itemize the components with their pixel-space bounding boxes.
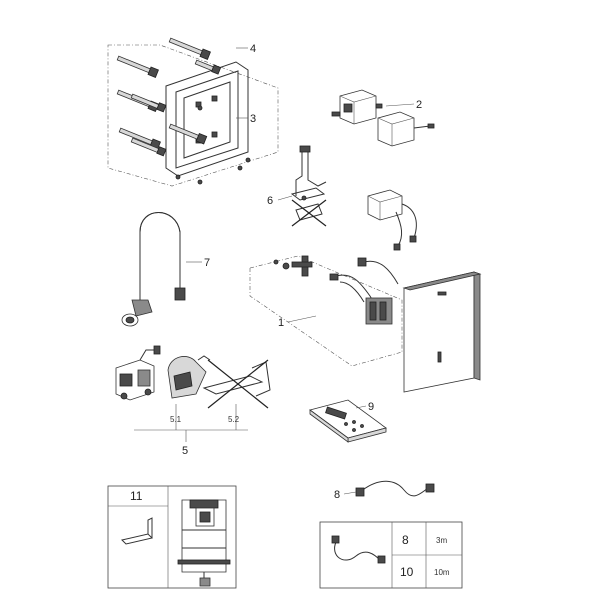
label-part-5-1: 5.1 [170,415,182,424]
flush-plate [402,271,482,393]
remote-control: 9 [309,399,387,443]
electronic-unit [329,257,399,325]
crossed-out-bracket [202,359,271,409]
flush-plate-assembly: 1 [249,255,482,393]
module-housing [331,89,383,125]
label-part-2: 2 [416,99,422,111]
label-part-4: 4 [250,43,256,55]
label-part-5: 5 [182,445,188,457]
box-part-11: 11 [107,485,237,589]
concealed-cistern [177,499,231,587]
valve-bracket [273,255,313,277]
solenoid-valve [115,345,161,401]
label-part-1: 1 [278,317,284,329]
cable-length-table: 8 3m 10 10m [319,521,463,589]
valve-body [167,355,211,399]
label-part-11: 11 [130,489,143,503]
power-unit [367,189,417,251]
table-row-part-8: 8 [402,533,409,547]
valve-parts-set: 5.1 5.2 5 [115,345,271,457]
mounting-frame-assembly: 4 3 [107,37,279,187]
connection-cable: 8 [334,480,435,501]
electronic-module-set: 2 [331,89,435,147]
label-part-8: 8 [334,489,340,501]
label-part-5-2: 5.2 [228,415,240,424]
cable-icon [331,535,386,564]
module-cover [377,111,435,147]
wall-bracket [121,517,153,545]
label-part-3: 3 [250,113,256,125]
bolt-set [116,37,251,185]
flexible-hose: 7 [121,212,210,327]
label-part-6: 6 [267,195,273,207]
mounting-frame [165,61,249,177]
table-row-length-8: 3m [436,536,447,545]
table-row-part-10: 10 [400,565,414,579]
bracket-set: 6 [267,145,327,227]
table-row-length-10: 10m [434,568,450,577]
label-part-7: 7 [204,257,210,269]
label-part-9: 9 [368,401,374,413]
